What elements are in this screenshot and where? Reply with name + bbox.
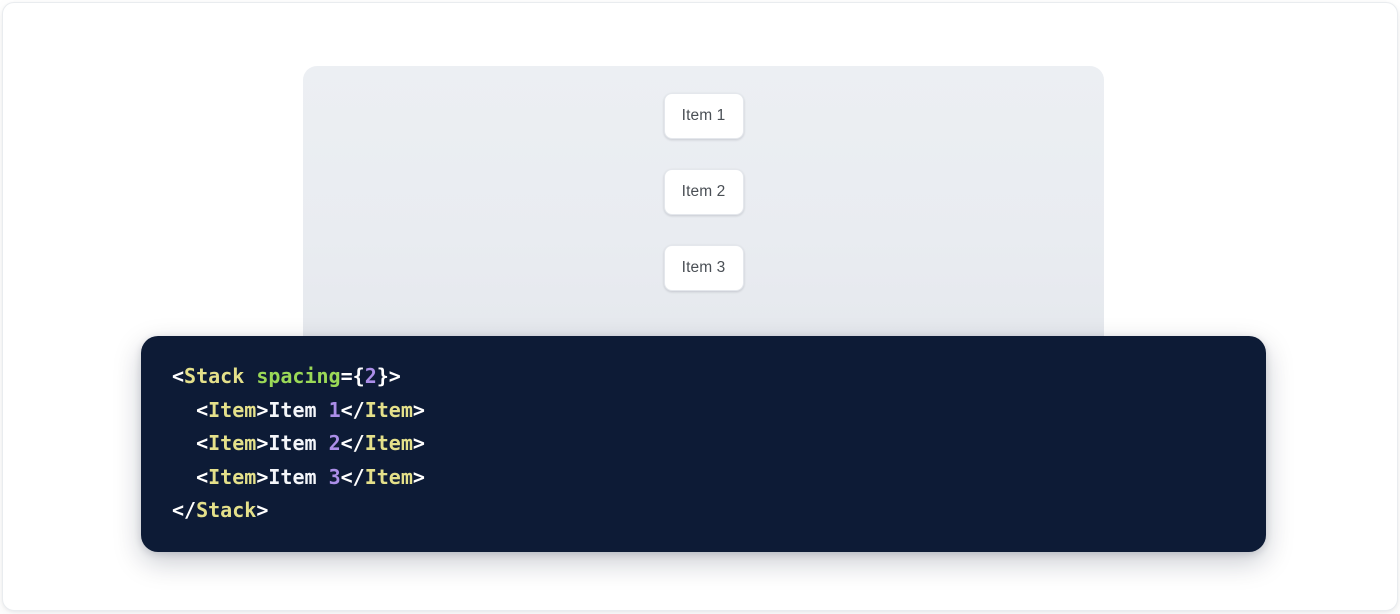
code-token-tag: Item (364, 464, 413, 489)
code-token-punct: > (256, 498, 269, 523)
code-snippet[interactable]: <Stack spacing={2}> <Item>Item 1</Item> … (172, 360, 1266, 528)
code-token-tag: Item (208, 431, 257, 456)
code-token-tag: Item (208, 397, 257, 422)
stack-container: Item 1 Item 2 Item 3 (303, 66, 1104, 291)
code-token-punct: }> (376, 364, 401, 388)
code-token-num: 2 (328, 431, 341, 456)
code-line: <Item>Item 2</Item> (172, 427, 1266, 461)
code-token-text: Item (268, 464, 329, 489)
code-token-punct: < (196, 431, 209, 456)
code-token-punct: </ (340, 464, 365, 489)
code-line: <Item>Item 1</Item> (172, 394, 1266, 428)
code-token-tag: Item (208, 464, 257, 489)
code-token-attr: spacing (256, 364, 341, 388)
code-token-punct: < (196, 397, 209, 422)
code-token-tag: Stack (184, 364, 245, 388)
code-line: <Item>Item 3</Item> (172, 461, 1266, 495)
stack-item[interactable]: Item 3 (663, 245, 744, 291)
code-token-punct: > (256, 397, 269, 422)
stack-item-label: Item 2 (681, 183, 726, 200)
code-token-punct: > (412, 397, 425, 422)
code-line: </Stack> (172, 494, 1266, 528)
code-token-tag: Stack (196, 498, 257, 523)
code-token-punct: > (256, 431, 269, 456)
stack-preview-surface: Item 1 Item 2 Item 3 (303, 66, 1104, 352)
stack-item[interactable]: Item 1 (663, 93, 744, 139)
code-token-num: 1 (328, 397, 341, 422)
code-token-punct: > (412, 431, 425, 456)
code-token-punct: </ (340, 397, 365, 422)
code-token-punct: < (172, 364, 185, 388)
code-token-punct: < (196, 464, 209, 489)
code-token-text: Item (268, 397, 329, 422)
code-token-punct: </ (172, 498, 197, 523)
code-line: <Stack spacing={2}> (172, 360, 1266, 394)
code-token-punct: ={ (340, 364, 365, 388)
code-token-num: 2 (364, 364, 377, 388)
code-indent (172, 398, 196, 422)
code-token-punct: </ (340, 431, 365, 456)
stack-item-label: Item 1 (681, 107, 726, 124)
code-indent (172, 465, 196, 489)
code-block: <Stack spacing={2}> <Item>Item 1</Item> … (141, 336, 1266, 552)
code-token-text: Item (268, 431, 329, 456)
stack-item-label: Item 3 (681, 259, 726, 276)
code-token-punct: > (412, 464, 425, 489)
code-token-num: 3 (328, 464, 341, 489)
code-indent (172, 431, 196, 455)
stack-item[interactable]: Item 2 (663, 169, 744, 215)
code-token-tag: Item (364, 431, 413, 456)
code-token-punct (244, 364, 256, 388)
code-token-punct: > (256, 464, 269, 489)
code-token-tag: Item (364, 397, 413, 422)
